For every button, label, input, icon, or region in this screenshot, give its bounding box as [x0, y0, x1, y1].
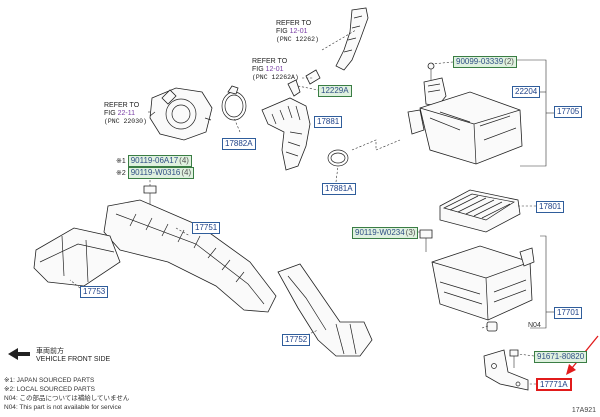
fig-prefix: FIG	[104, 110, 118, 117]
resonator-drawing	[33, 227, 121, 287]
reference-label: REFER TO	[104, 102, 140, 109]
part-label-90119-W0316[interactable]: 90119-W0316(4)	[127, 167, 195, 179]
bolt-91671-drawing	[509, 349, 519, 368]
diagram-code: 17A921	[571, 407, 596, 414]
source-marker: ※2	[116, 170, 126, 177]
throttle-body-drawing	[149, 87, 213, 141]
fig-link[interactable]: 12-01	[289, 28, 308, 35]
filter-element-drawing	[439, 189, 521, 233]
part-label-90119-06A17[interactable]: 90119-06A17(4)	[127, 155, 192, 167]
legend-text: : JAPAN SOURCED PARTS	[13, 377, 95, 384]
fig-link[interactable]: 22-11	[117, 110, 136, 117]
part-label-17753[interactable]: 17753	[80, 286, 109, 298]
inlet-pipe-drawing	[277, 263, 373, 357]
quantity: (4)	[179, 156, 189, 165]
bolt-W0234-drawing	[419, 229, 433, 252]
intake-duct-drawing	[103, 199, 277, 313]
part-label-17751[interactable]: 17751	[192, 222, 221, 234]
legend-line-2: ※2: LOCAL SOURCED PARTS	[4, 386, 95, 394]
part-label-90099-03339[interactable]: 90099-03339(2)	[453, 56, 517, 68]
direction-en: VEHICLE FRONT SIDE	[36, 356, 111, 363]
legend-key: ※2	[4, 386, 14, 393]
part-number: 90119-W0234	[355, 228, 405, 237]
bolt-90099-drawing	[423, 62, 447, 107]
part-label-17701[interactable]: 17701	[554, 307, 583, 319]
reference-note-12262A: REFER TO FIG 12-01 (PNC 12262A)	[252, 58, 299, 82]
bracket-drawing	[483, 349, 529, 391]
part-number: 90119-W0316	[130, 168, 181, 177]
reference-note-22030: REFER TO FIG 22-11 (PNC 22030)	[104, 102, 147, 126]
source-marker: ※1	[116, 158, 126, 165]
part-number: 90099-03339	[456, 57, 504, 66]
legend-text: : LOCAL SOURCED PARTS	[13, 386, 95, 393]
pnc-code: (PNC 12262)	[276, 36, 319, 43]
legend-line-1: ※1: JAPAN SOURCED PARTS	[4, 377, 94, 385]
reference-label: REFER TO	[276, 20, 312, 27]
part-label-91671-80820[interactable]: 91671-80820	[534, 351, 588, 363]
hose-clamp-drawing	[221, 85, 247, 121]
bolt-06A17-callout: ※1 90119-06A17(4) ※2 90119-W0316(4)	[116, 155, 195, 179]
legend-text: : この部品については補給していません	[15, 395, 130, 402]
not-serviceable-marker: N04	[528, 322, 541, 329]
reference-label: REFER TO	[252, 58, 288, 65]
part-label-22204[interactable]: 22204	[512, 86, 541, 98]
intake-hose-drawing	[305, 7, 369, 85]
clamp-17881A-drawing	[327, 149, 349, 167]
legend-text: : This part is not available for service	[15, 404, 122, 411]
legend-key: N04	[4, 404, 16, 411]
fig-link[interactable]: 12-01	[265, 66, 284, 73]
air-cleaner-case-drawing	[431, 245, 535, 321]
part-label-17881[interactable]: 17881	[314, 116, 343, 128]
grommet-drawing	[486, 321, 498, 332]
quantity: (3)	[405, 228, 416, 237]
vehicle-front-note: 車両前方 VEHICLE FRONT SIDE	[36, 348, 110, 364]
part-label-17752[interactable]: 17752	[282, 334, 311, 346]
part-label-17705[interactable]: 17705	[554, 106, 583, 118]
fig-prefix: FIG	[276, 28, 290, 35]
part-label-17771A-selected[interactable]: 17771A	[536, 378, 572, 391]
legend-key: N04	[4, 395, 16, 402]
quantity: (2)	[504, 57, 514, 66]
part-label-12229A[interactable]: 12229A	[318, 85, 352, 97]
legend-line-3: N04: この部品については補給していません	[4, 395, 129, 403]
part-number: 90119-06A17	[130, 156, 179, 165]
part-label-17881A[interactable]: 17881A	[322, 183, 356, 195]
fig-prefix: FIG	[252, 66, 266, 73]
bolt-06A17-drawing	[143, 185, 157, 212]
air-hose-drawing	[261, 79, 311, 171]
part-label-17801[interactable]: 17801	[536, 201, 565, 213]
legend-key: ※1	[4, 377, 14, 384]
pnc-code: (PNC 22030)	[104, 118, 147, 125]
direction-jp: 車両前方	[36, 348, 64, 355]
front-direction-arrow	[8, 348, 30, 360]
part-label-90119-W0234[interactable]: 90119-W0234(3)	[352, 227, 419, 239]
air-cleaner-cap-drawing	[407, 91, 523, 165]
part-label-17882A[interactable]: 17882A	[222, 138, 256, 150]
reference-note-12262: REFER TO FIG 12-01 (PNC 12262)	[276, 20, 319, 44]
legend-line-4: N04: This part is not available for serv…	[4, 404, 121, 412]
pnc-code: (PNC 12262A)	[252, 74, 299, 81]
quantity: (4)	[181, 168, 192, 177]
